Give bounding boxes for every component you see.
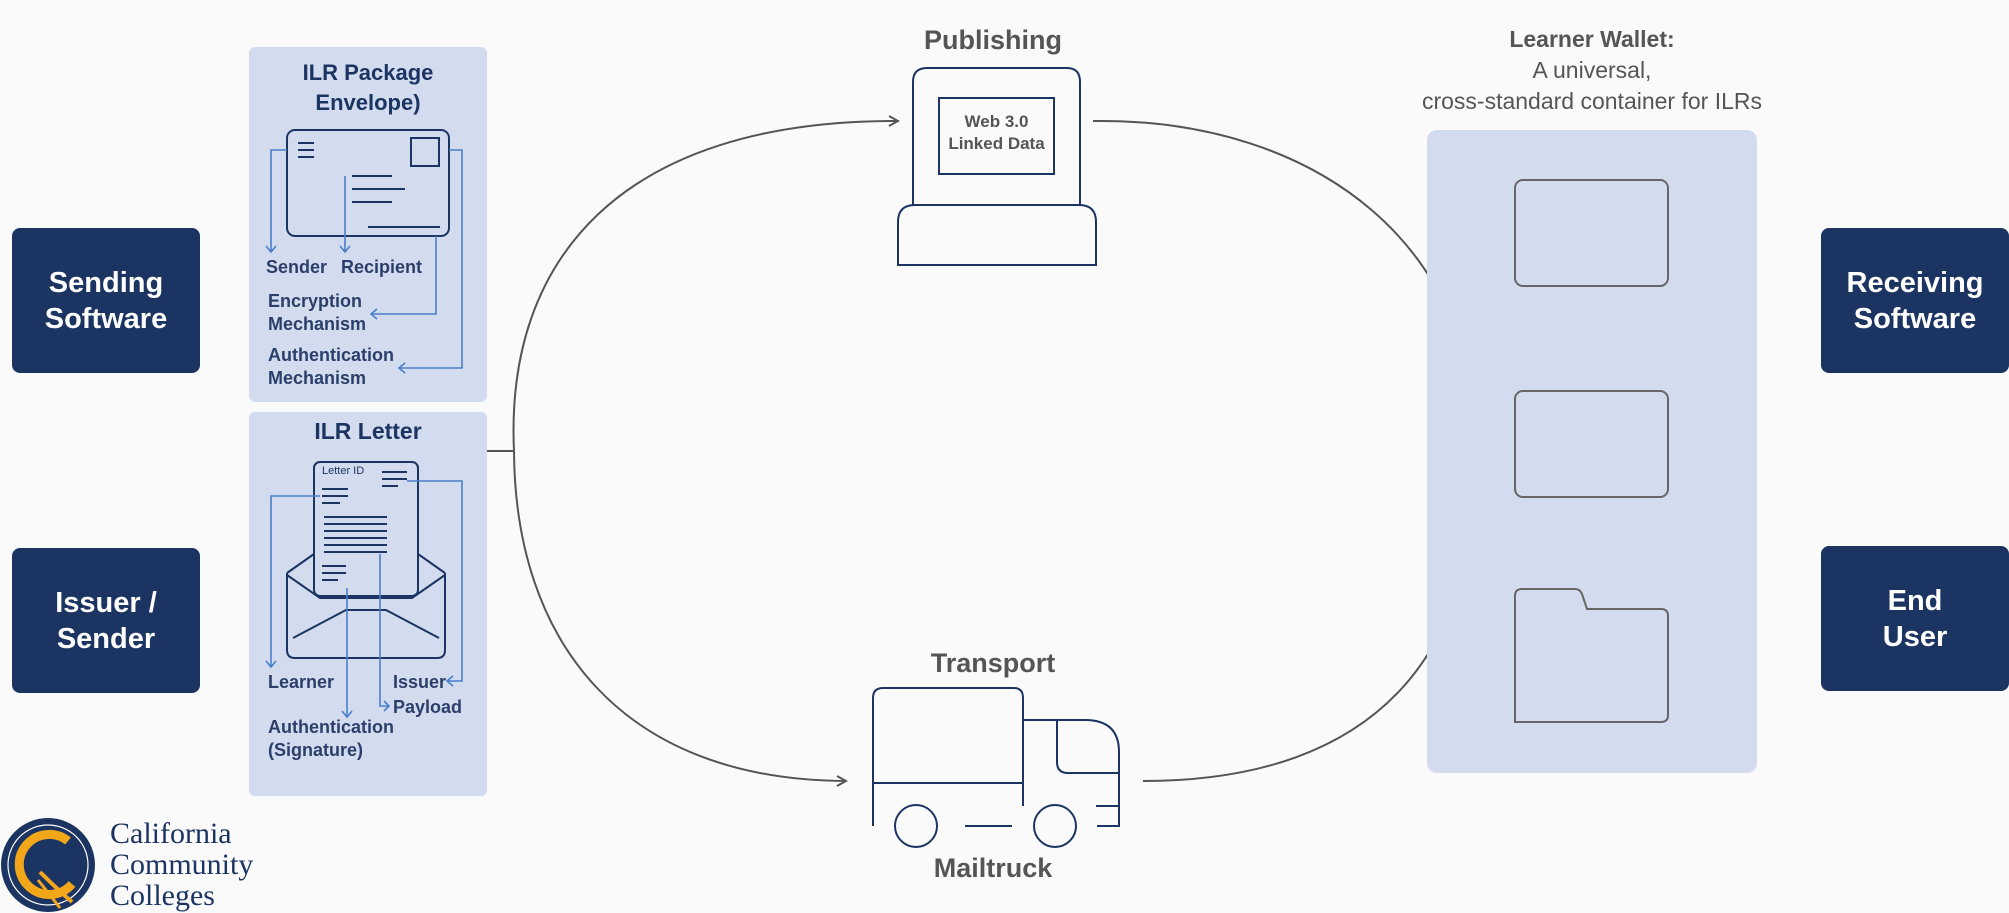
mailtruck-caption: Mailtruck bbox=[933, 853, 1053, 883]
logo-text-line3: Colleges bbox=[110, 879, 215, 912]
payload-label: Payload bbox=[393, 697, 463, 717]
issuer-label: Issuer bbox=[393, 672, 447, 692]
curve-to-publishing bbox=[512, 121, 898, 452]
wallet-subtitle-line1: A universal, bbox=[1532, 57, 1652, 83]
ilr-letter-title: ILR Letter bbox=[314, 418, 422, 444]
encryption-mechanism-label: Encryption Mechanism bbox=[268, 291, 367, 334]
ilr-package-title: ILR Package Envelope) bbox=[302, 60, 434, 115]
receiving-software-box: Receiving Software bbox=[1821, 228, 2009, 373]
learner-label: Learner bbox=[268, 672, 335, 692]
ilr-package-panel bbox=[249, 47, 487, 402]
authentication-mechanism-label: Authentication Mechanism bbox=[268, 345, 394, 388]
logo-text-line1: California bbox=[110, 817, 232, 850]
folder-icon bbox=[1514, 588, 1669, 723]
transport-title: Transport bbox=[930, 648, 1056, 678]
publishing-title: Publishing bbox=[924, 25, 1062, 55]
sending-software-box: Sending Software bbox=[12, 228, 200, 373]
wallet-subtitle-line2: cross-standard container for ILRs bbox=[1421, 88, 1763, 114]
letter-id-label: Letter ID bbox=[322, 465, 365, 477]
curve-to-transport bbox=[513, 450, 846, 781]
sender-label: Sender bbox=[266, 257, 328, 277]
wallet-card-1 bbox=[1514, 179, 1669, 287]
end-user-box: End User bbox=[1821, 546, 2009, 691]
logo-text-line2: Community bbox=[110, 848, 254, 881]
wallet-title: Learner Wallet: bbox=[1509, 26, 1675, 52]
wallet-card-2 bbox=[1514, 390, 1669, 498]
wallet-panel bbox=[1427, 130, 1757, 773]
web3-screen-text: Web 3.0 Linked Data bbox=[948, 112, 1045, 153]
authentication-signature-label: Authentication (Signature) bbox=[268, 717, 394, 760]
issuer-sender-box: Issuer / Sender bbox=[12, 548, 200, 693]
recipient-label: Recipient bbox=[341, 257, 423, 277]
